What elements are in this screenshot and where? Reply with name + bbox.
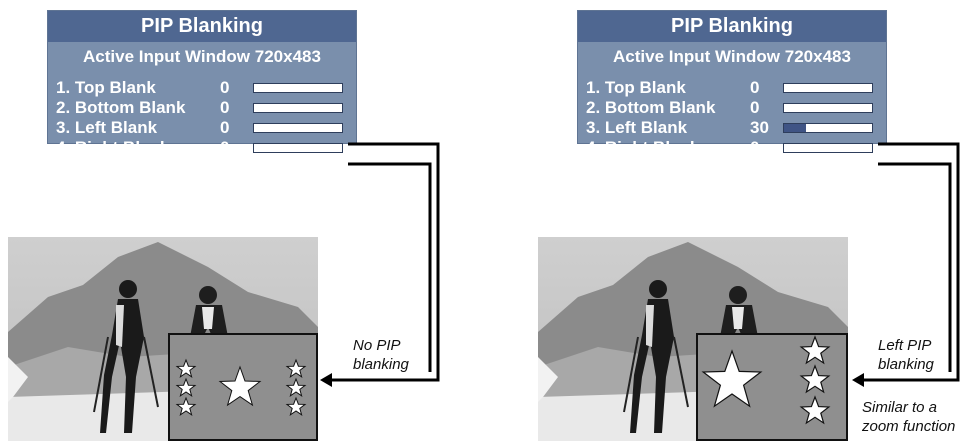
row-value: 30 (750, 118, 769, 137)
slider-fill (784, 124, 806, 132)
caption-line: No PIP (353, 337, 401, 354)
row-value: 0 (220, 98, 230, 117)
row-value: 0 (220, 118, 230, 137)
note-line: Similar to a (862, 399, 938, 416)
slider-bar[interactable] (253, 103, 343, 113)
slider-bar[interactable] (253, 143, 343, 153)
star-icon (285, 396, 307, 416)
left-blank-connector (862, 142, 960, 382)
row-value: 0 (750, 98, 760, 117)
slider-bar[interactable] (783, 143, 873, 153)
row-label: 1. Top Blank (56, 78, 156, 97)
caption-line: blanking (878, 356, 934, 373)
menu-subtitle: Active Input Window 720x483 (83, 47, 321, 66)
menu-row-right-blank[interactable]: 4. Right Blank 0 (578, 138, 886, 158)
row-value: 0 (750, 138, 760, 157)
menu-title: PIP Blanking (48, 11, 356, 42)
slider-bar[interactable] (783, 83, 873, 93)
caption-line: blanking (353, 356, 409, 373)
left-blank-connector (330, 142, 440, 382)
menu-row-left-blank[interactable]: 3. Left Blank 30 (578, 118, 886, 138)
menu-row-left-blank[interactable]: 3. Left Blank 0 (48, 118, 356, 138)
star-icon (218, 365, 262, 407)
right-pip-blanking-menu: PIP Blanking Active Input Window 720x483… (577, 10, 887, 157)
menu-row-bottom-blank[interactable]: 2. Bottom Blank 0 (578, 98, 886, 118)
pip-window (696, 333, 848, 441)
star-icon (799, 335, 831, 365)
star-icon (175, 358, 197, 378)
star-icon (175, 377, 197, 397)
row-label: 2. Bottom Blank (56, 98, 186, 117)
menu-subtitle: Active Input Window 720x483 (613, 47, 851, 66)
star-icon (799, 364, 831, 394)
left-pip-blanking-menu: PIP Blanking Active Input Window 720x483… (47, 10, 357, 157)
menu-row-bottom-blank[interactable]: 2. Bottom Blank 0 (48, 98, 356, 118)
zoom-note: Similar to a zoom function (862, 398, 955, 436)
caption-line: Left PIP (878, 337, 932, 354)
row-value: 0 (220, 138, 230, 157)
star-icon (799, 395, 831, 425)
row-label: 1. Top Blank (586, 78, 686, 97)
slider-bar[interactable] (783, 103, 873, 113)
row-label: 3. Left Blank (56, 118, 158, 137)
note-line: zoom function (862, 418, 956, 435)
right-caption: Left PIP blanking (878, 336, 934, 374)
row-label: 2. Bottom Blank (586, 98, 716, 117)
row-label: 4. Right Blank (586, 138, 700, 157)
menu-title: PIP Blanking (578, 11, 886, 42)
star-icon (175, 396, 197, 416)
slider-bar[interactable] (253, 83, 343, 93)
row-value: 0 (220, 78, 230, 97)
star-icon (285, 377, 307, 397)
star-icon (701, 349, 763, 408)
row-label: 4. Right Blank (56, 138, 170, 157)
menu-row-top-blank[interactable]: 1. Top Blank 0 (48, 78, 356, 98)
menu-row-right-blank[interactable]: 4. Right Blank 0 (48, 138, 356, 158)
slider-bar[interactable] (783, 123, 873, 133)
right-main-picture (538, 237, 848, 441)
row-value: 0 (750, 78, 760, 97)
pip-window (168, 333, 318, 441)
left-caption: No PIP blanking (353, 336, 409, 374)
arrow-left-icon (852, 373, 864, 387)
star-icon (285, 358, 307, 378)
row-label: 3. Left Blank (586, 118, 688, 137)
menu-row-top-blank[interactable]: 1. Top Blank 0 (578, 78, 886, 98)
arrow-left-icon (320, 373, 332, 387)
left-main-picture (8, 237, 318, 441)
slider-bar[interactable] (253, 123, 343, 133)
